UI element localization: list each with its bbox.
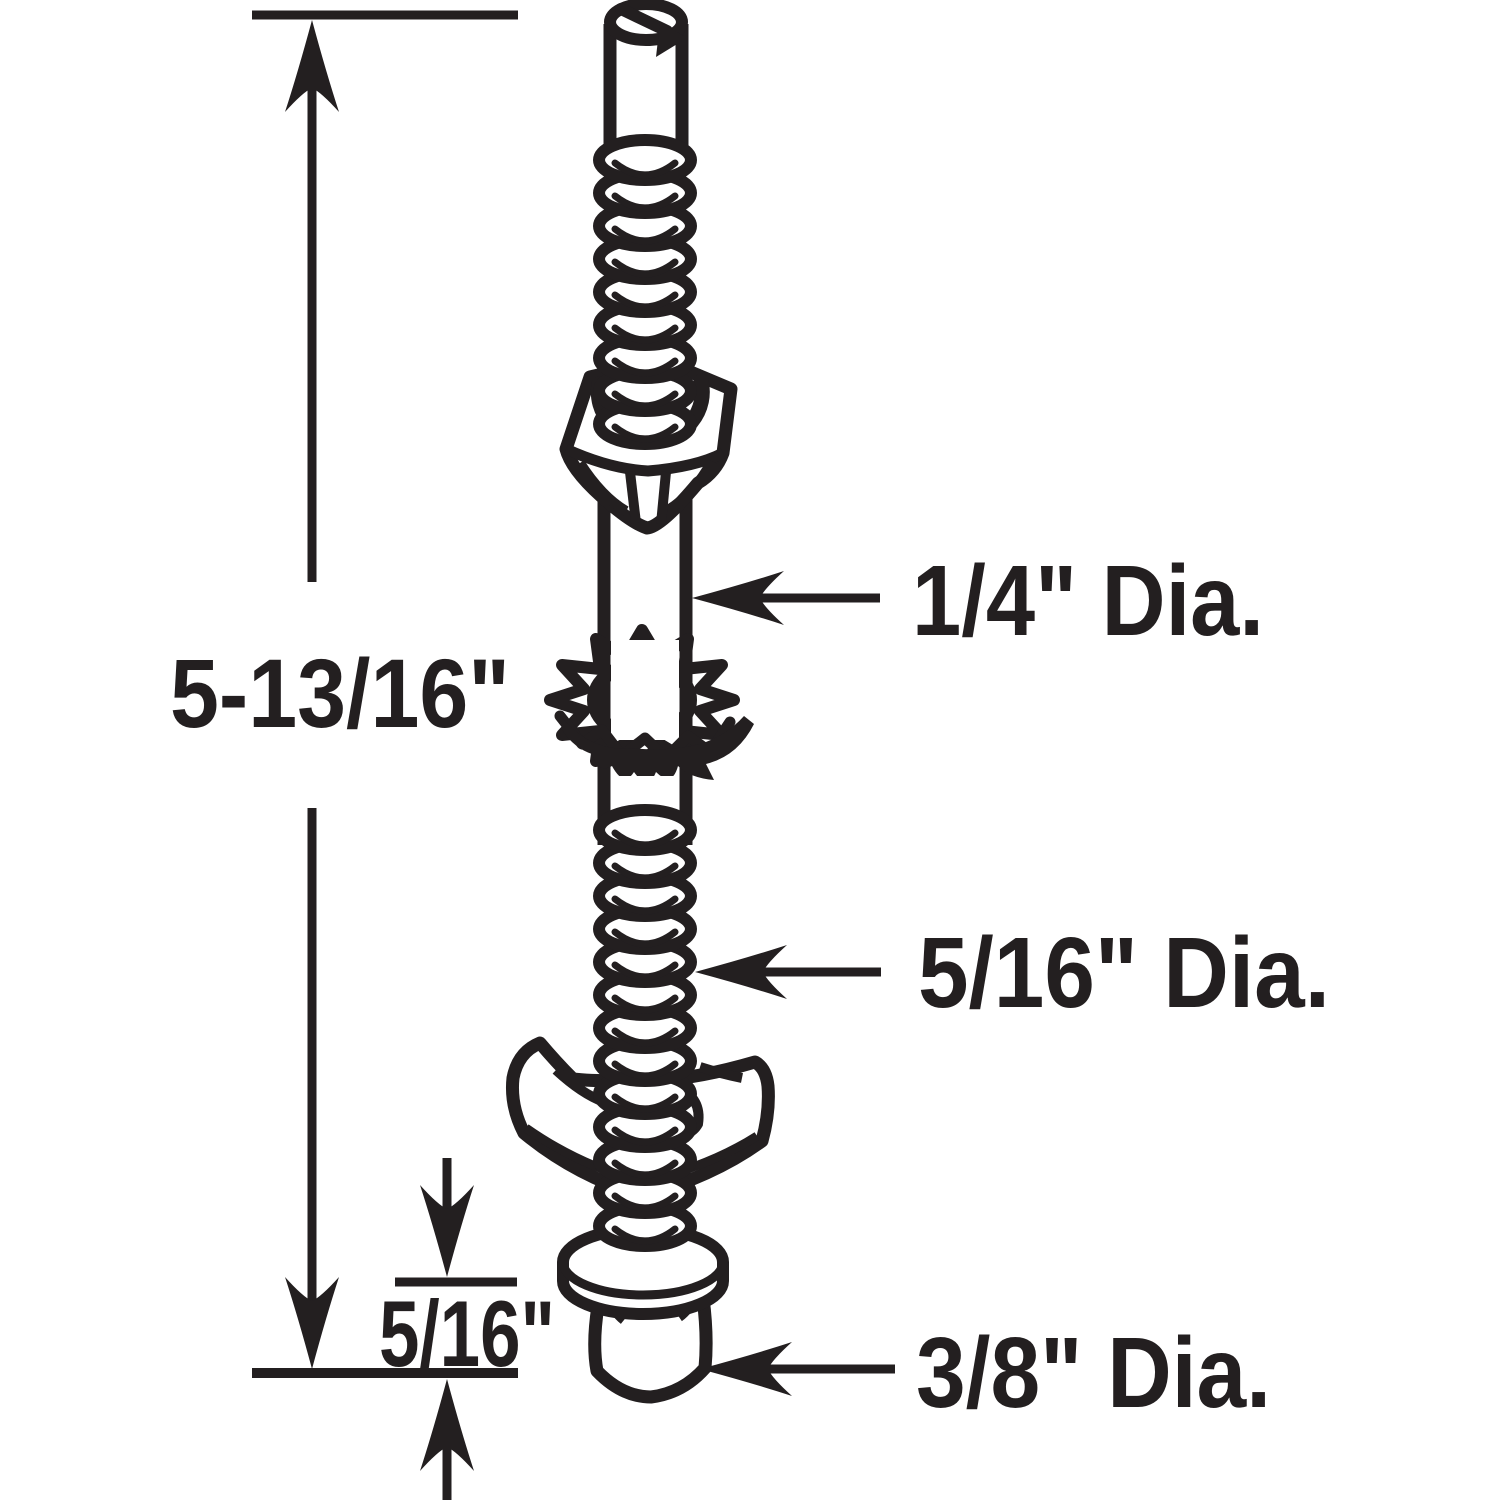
upper-threads xyxy=(599,140,691,444)
screw-slot-icon xyxy=(615,3,673,37)
lower-threads xyxy=(599,810,691,1246)
bolt-assembly xyxy=(506,0,775,1404)
thread-diameter-label: 5/16" Dia. xyxy=(918,917,1330,1029)
bottom-height-dimension: 5/16" xyxy=(379,1158,555,1500)
callout-shaft-diameter: 1/4" Dia. xyxy=(692,545,1264,657)
thread-transition-blob xyxy=(562,716,754,782)
flat-washer xyxy=(557,1223,729,1320)
screw-tip xyxy=(603,0,689,154)
callout-bottom-nut-diameter: 3/8" Dia. xyxy=(700,1317,1271,1429)
overall-length-label: 5-13/16" xyxy=(170,639,510,748)
callout-thread-diameter: 5/16" Dia. xyxy=(695,917,1330,1029)
shaft-diameter-label: 1/4" Dia. xyxy=(912,545,1264,657)
bottom-nut-diameter-label: 3/8" Dia. xyxy=(916,1317,1271,1429)
bottom-height-label: 5/16" xyxy=(379,1281,555,1386)
overall-length-dimension: 5-13/16" xyxy=(170,10,518,1378)
